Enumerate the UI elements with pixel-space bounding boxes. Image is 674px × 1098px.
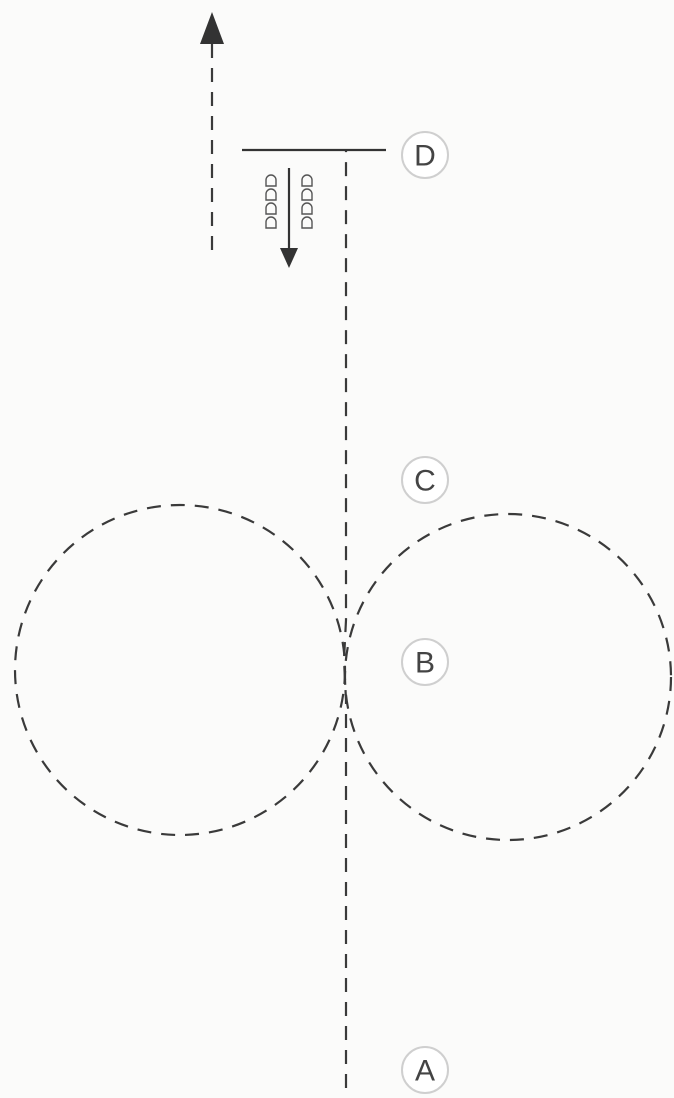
label-d-marker: D — [401, 131, 449, 179]
label-b: B — [415, 647, 435, 680]
label-a-marker: A — [401, 1046, 449, 1094]
queue-icon — [265, 174, 313, 229]
right-loop-circle — [343, 512, 673, 842]
label-d: D — [414, 140, 436, 173]
label-c: C — [414, 465, 436, 498]
arrow-up-icon — [200, 12, 224, 44]
label-a: A — [415, 1055, 435, 1088]
label-c-marker: C — [401, 456, 449, 504]
arrow-down-icon — [280, 248, 298, 268]
left-loop-circle — [13, 503, 347, 837]
main-route-line — [342, 150, 348, 1088]
label-b-marker: B — [401, 638, 449, 686]
